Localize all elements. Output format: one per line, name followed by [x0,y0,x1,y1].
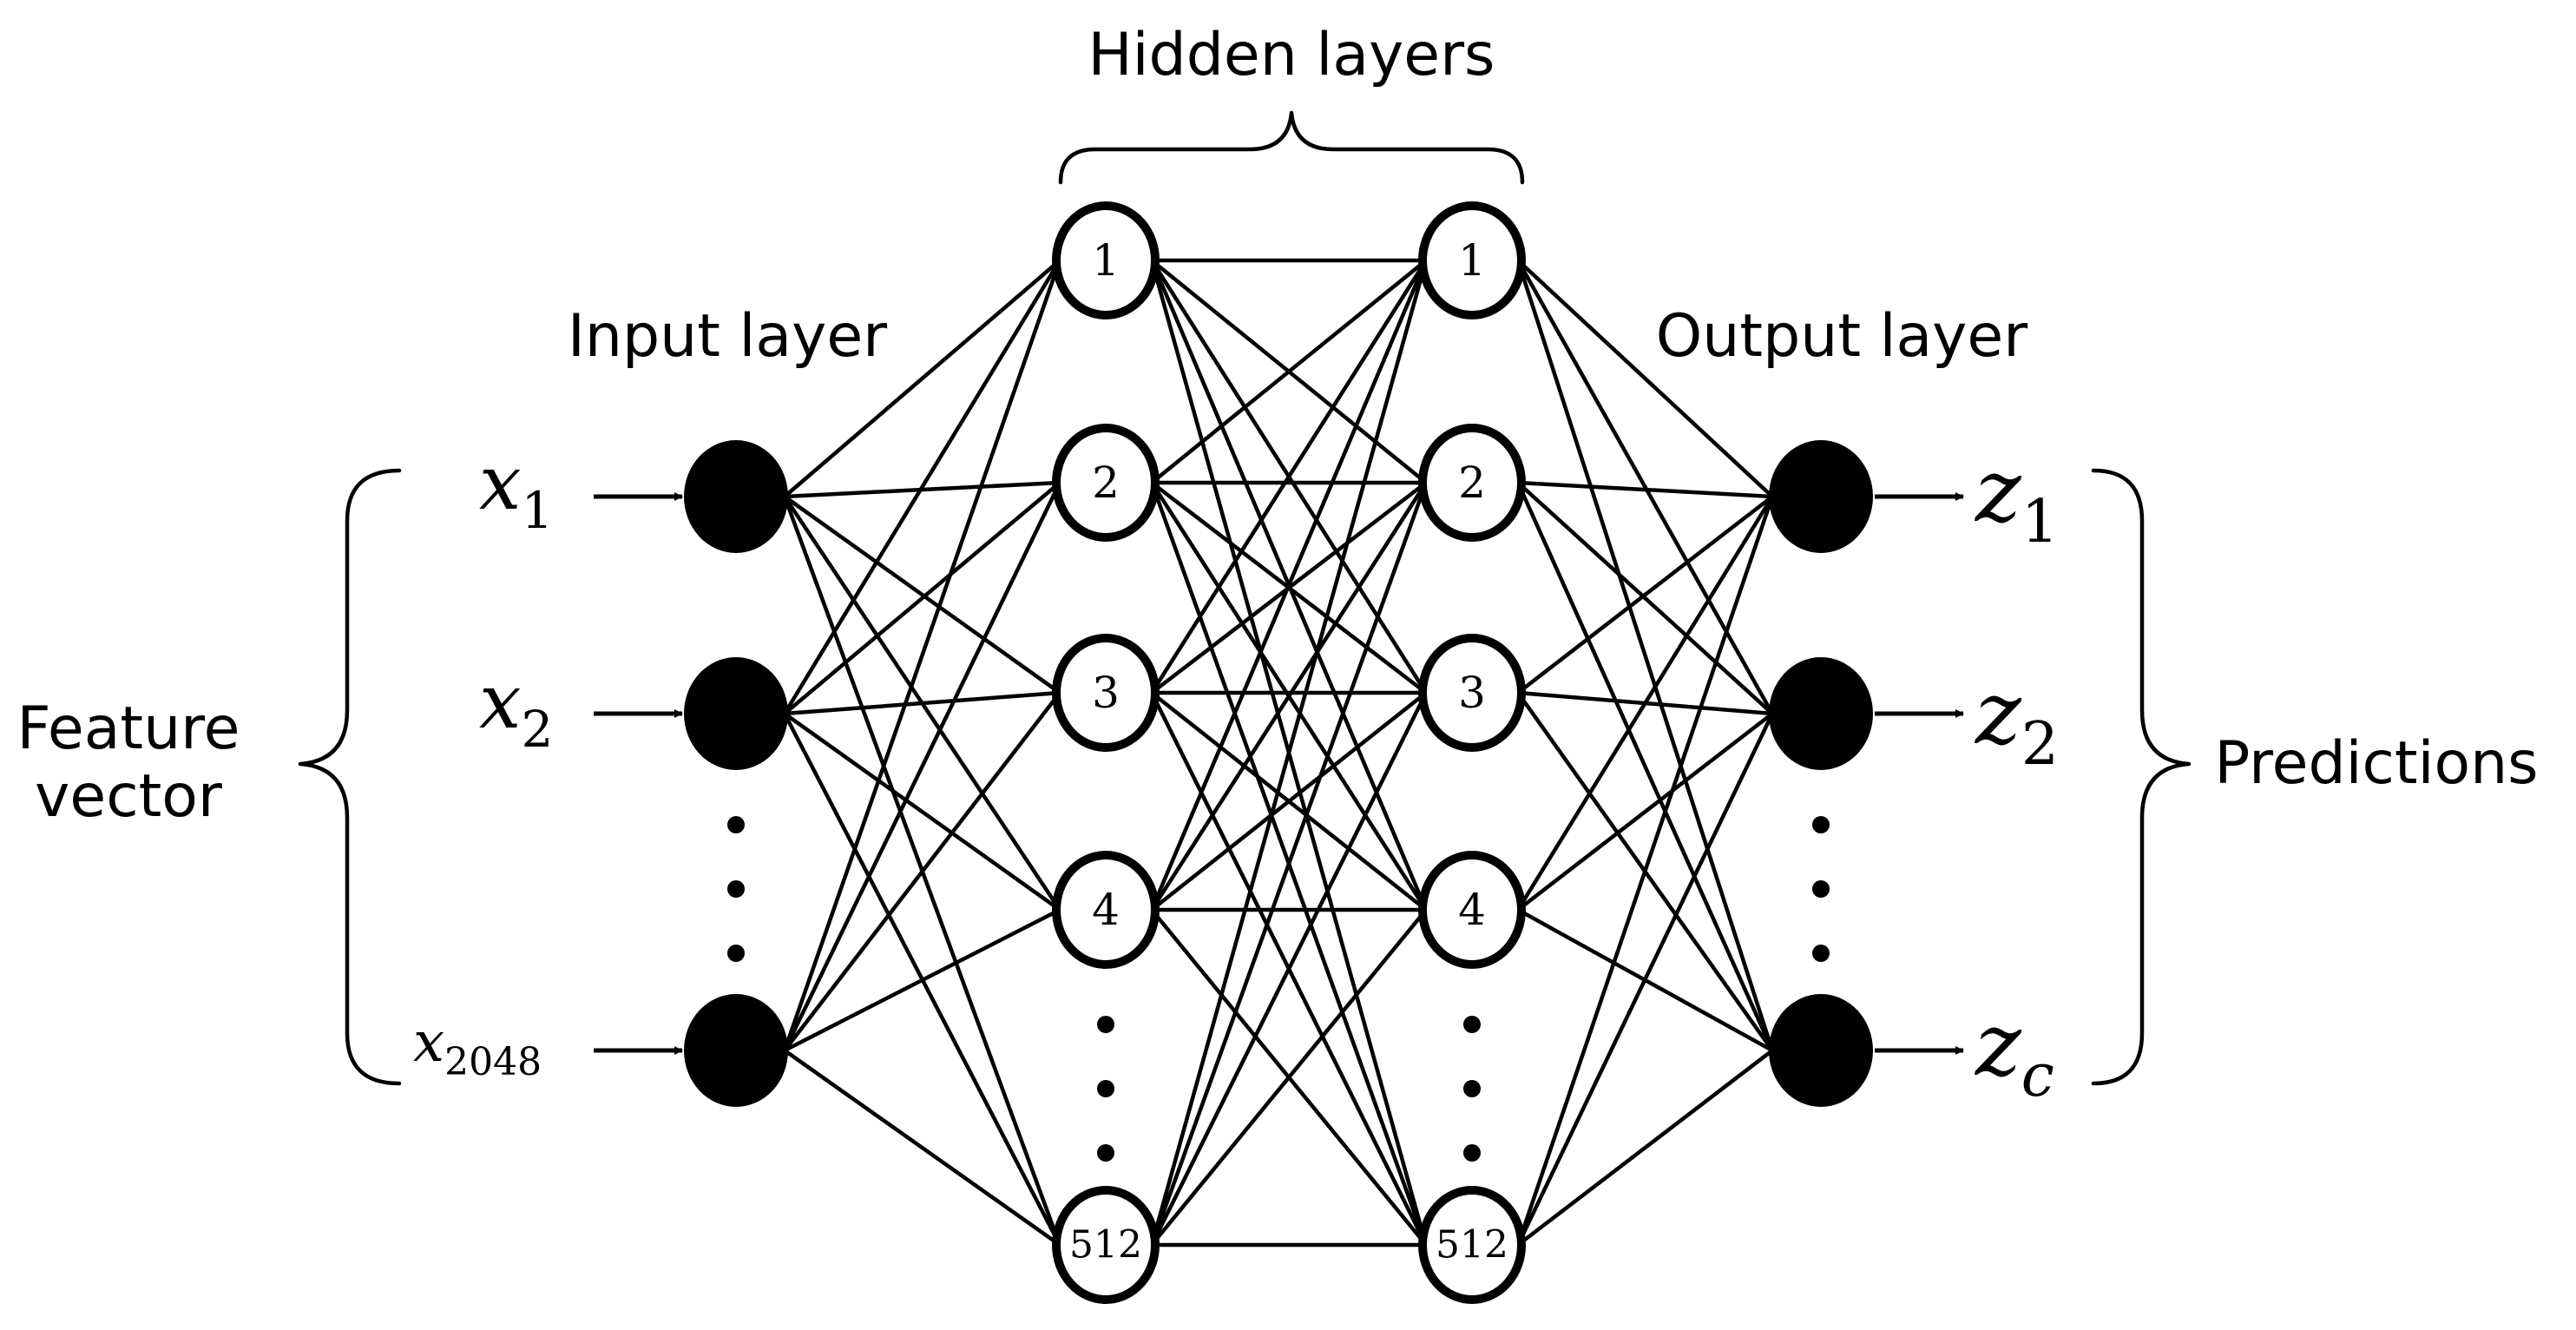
edge-input-hidden1 [784,690,1061,716]
feature-vector-label-line2: vector [35,762,222,831]
edge-input-hidden1 [783,481,1061,715]
edge-hidden1-hidden2 [1150,908,1428,1247]
output-label-zc: zc [1975,994,2054,1110]
edge-hidden2-output [1516,481,1774,715]
hidden1-ellipsis [1097,1016,1114,1162]
edge-hidden1-hidden2 [1150,481,1428,912]
hidden-node-label: 2 [1458,458,1486,508]
edge-input-hidden1 [783,712,1061,912]
hidden-node-label: 4 [1092,885,1120,935]
input-layer-label: Input layer [568,302,887,371]
hidden-node-label: 3 [1458,668,1486,718]
hidden-node-h2-2: 2 [1418,424,1526,542]
feature-vector-label-line1: Feature [17,695,240,763]
hidden-node-h2-1: 1 [1418,201,1526,319]
input-node-2048 [684,994,788,1107]
hidden-node-label: 1 [1458,235,1486,286]
predictions-label: Predictions [2214,729,2538,798]
hidden-node-label: 3 [1092,668,1120,718]
output-node-1 [1769,440,1873,553]
hidden-layers-brace [1058,110,1525,185]
edge-hidden2-output [1515,713,1775,1246]
hidden-node-label: 4 [1458,885,1486,935]
edge-hidden2-output [1516,712,1774,912]
edge-hidden1-hidden2 [1150,259,1428,695]
hidden-node-h2-4: 4 [1418,851,1526,969]
edge-hidden2-output [1517,480,1773,499]
edge-hidden2-output [1516,259,1774,498]
connection-edges [782,258,1775,1248]
edge-input-hidden1 [783,907,1061,1053]
hidden-node-label: 512 [1436,1223,1508,1267]
hidden-node-h2-512: 512 [1418,1186,1526,1304]
hidden-node-h1-512: 512 [1052,1186,1160,1304]
input-label-x1: x1 [479,440,553,540]
hidden-layers-label: Hidden layers [1088,21,1495,89]
edge-input-hidden1 [783,691,1061,1052]
input-label-x2048: x2048 [413,1011,542,1084]
edge-hidden2-output [1516,495,1774,695]
hidden-node-h1-1: 1 [1052,201,1160,319]
hidden-node-h1-2: 2 [1052,424,1160,542]
hidden-node-label: 512 [1069,1223,1142,1267]
edge-hidden2-output [1516,259,1774,715]
edge-input-hidden1 [783,1049,1061,1247]
edge-hidden1-hidden2 [1149,691,1429,1247]
hidden-node-label: 2 [1092,458,1120,508]
edge-hidden1-hidden2 [1149,260,1429,1246]
edge-hidden2-output [1515,496,1775,1246]
edge-input-hidden1 [783,495,1061,695]
edge-hidden1-hidden2 [1149,482,1429,1246]
hidden2-ellipsis [1463,1016,1481,1162]
edge-hidden2-output [1515,482,1775,1051]
output-node-2 [1769,657,1873,770]
edge-input-hidden1 [782,482,1062,1051]
edge-hidden1-hidden2 [1150,691,1428,912]
hidden-node-h2-3: 3 [1418,634,1526,752]
input-node-1 [684,440,788,553]
hidden-node-h1-3: 3 [1052,634,1160,752]
output-layer-label: Output layer [1656,302,2027,371]
hidden-node-h1-4: 4 [1052,851,1160,969]
edge-hidden2-output [1516,1049,1774,1247]
input-label-x2: x2 [479,659,553,759]
output-node-c [1769,994,1873,1107]
edge-hidden1-hidden2 [1150,259,1428,484]
edge-input-hidden1 [783,259,1061,498]
feature-vector-brace [298,468,402,1086]
output-ellipsis [1812,816,1830,962]
output-label-z1: z1 [1975,440,2059,556]
edge-hidden2-output [1516,495,1774,912]
edge-input-hidden1 [783,259,1061,715]
edge-hidden2-output [1515,260,1775,1051]
edge-input-hidden1 [782,260,1062,1051]
input-ellipsis [727,816,745,962]
hidden-node-label: 1 [1092,235,1120,286]
output-label-z2: z2 [1975,662,2059,779]
edge-hidden1-hidden2 [1149,260,1429,911]
predictions-brace [2091,468,2192,1086]
input-node-2 [684,657,788,770]
